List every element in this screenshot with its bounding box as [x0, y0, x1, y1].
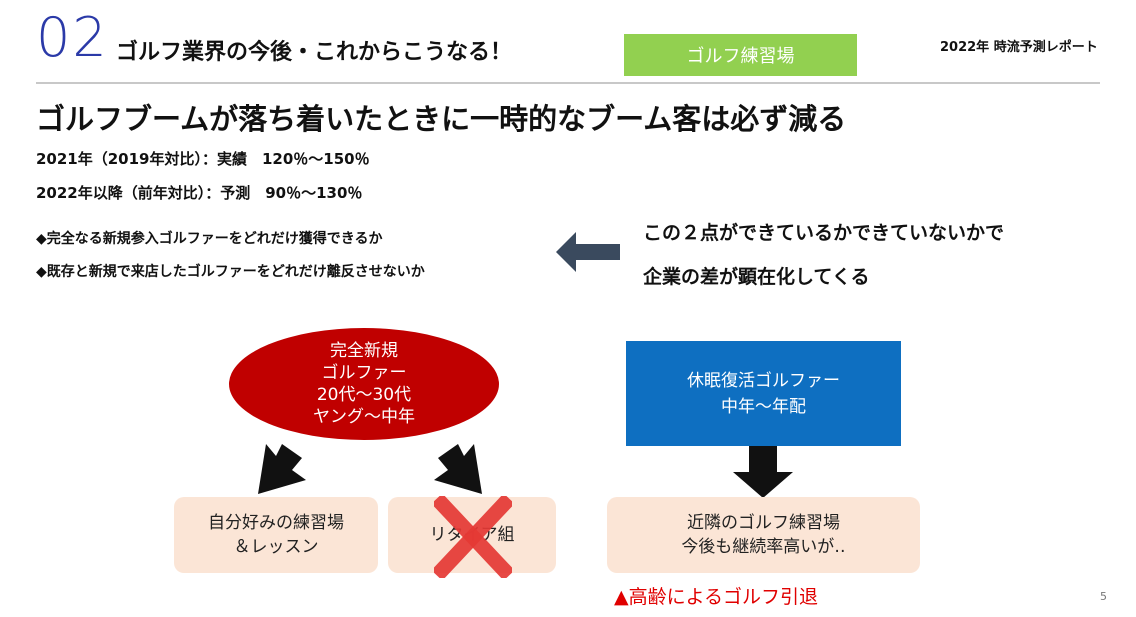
down-arrow-icon: [733, 446, 793, 498]
outcome-line: 自分好みの練習場: [208, 513, 344, 533]
point-line-1: この２点ができているかできていないかで: [643, 222, 1005, 244]
point-line-2: 企業の差が顕在化してくる: [643, 266, 870, 288]
dormant-golfer-box: 休眠復活ゴルファー 中年～年配: [626, 341, 901, 446]
stat-2021: 2021年（2019年対比）：実績 120％～150％: [36, 150, 370, 168]
report-label: 2022年 時流予測レポート: [940, 40, 1098, 55]
outcome-preferred-range: 自分好みの練習場 ＆レッスン: [174, 497, 378, 573]
header-title: ゴルフ業界の今後・これからこうなる！: [116, 40, 513, 65]
down-left-arrow-icon: [258, 444, 306, 494]
outcome-line: 近隣のゴルフ練習場: [687, 513, 840, 533]
down-right-arrow-icon: [434, 444, 482, 494]
stat-2022: 2022年以降（前年対比）：予測 90％～130％: [36, 184, 363, 202]
header-divider: [36, 82, 1100, 84]
left-arrow-icon: [556, 232, 620, 272]
outcome-nearby-range: 近隣のゴルフ練習場 今後も継続率高いが‥: [607, 497, 920, 573]
outcome-line: 今後も継続率高いが‥: [681, 537, 846, 557]
bullet-new-golfers: ◆完全なる新規参入ゴルファーをどれだけ獲得できるか: [36, 231, 383, 247]
new-golfer-ellipse: 完全新規 ゴルファー 20代～30代 ヤング～中年: [229, 328, 499, 440]
bullet-retention: ◆既存と新規で来店したゴルファーをどれだけ離反させないか: [36, 264, 425, 280]
new-golfer-line: ヤング～中年: [313, 407, 415, 427]
retirement-warning: ▲高齢によるゴルフ引退: [614, 586, 819, 608]
new-golfer-line: 20代～30代: [316, 385, 412, 405]
headline: ゴルフブームが落ち着いたときに一時的なブーム客は必ず減る: [36, 102, 847, 136]
outcome-line: ＆レッスン: [233, 537, 319, 557]
new-golfer-line: ゴルファー: [321, 363, 407, 383]
page-number: 5: [1100, 590, 1107, 603]
new-golfer-line: 完全新規: [330, 341, 398, 361]
dormant-golfer-line: 休眠復活ゴルファー: [687, 370, 840, 391]
section-number: 02: [36, 6, 109, 69]
cross-icon: [434, 496, 512, 578]
dormant-golfer-line: 中年～年配: [721, 396, 806, 417]
category-tag: ゴルフ練習場: [624, 34, 857, 76]
